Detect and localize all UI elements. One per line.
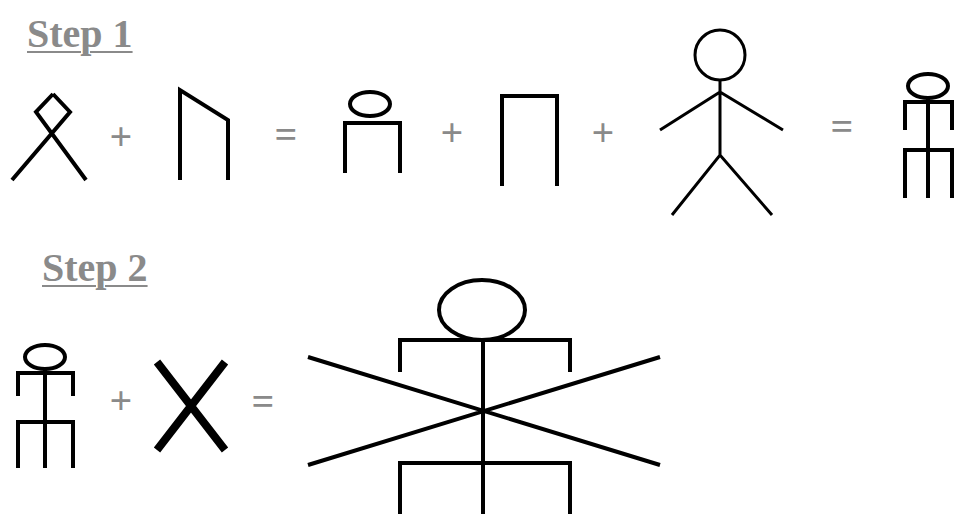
stick-figure-head: [695, 30, 745, 80]
result-head: [439, 280, 525, 340]
operator-sign: =: [831, 107, 854, 147]
operator-sign: +: [592, 113, 615, 153]
rune-glyph: [180, 90, 228, 180]
step-heading: Step 1: [27, 14, 133, 54]
rune-glyph: [12, 94, 86, 180]
stick-figure: [660, 80, 783, 215]
operator-sign: +: [110, 381, 133, 421]
glyph-frame: [345, 123, 400, 173]
combined-glyph: [18, 369, 73, 468]
operator-sign: +: [441, 113, 464, 153]
operator-sign: +: [110, 117, 133, 157]
operator-sign: =: [275, 115, 298, 155]
pi-glyph: [502, 96, 557, 186]
glyph-head: [350, 92, 390, 116]
combined-glyph-head: [25, 345, 65, 369]
x-glyph: [157, 362, 225, 450]
step-heading: Step 2: [42, 248, 148, 288]
combined-glyph: [905, 98, 952, 198]
combined-glyph-head: [908, 74, 948, 98]
operator-sign: =: [252, 382, 275, 422]
result-figure: [308, 340, 660, 514]
